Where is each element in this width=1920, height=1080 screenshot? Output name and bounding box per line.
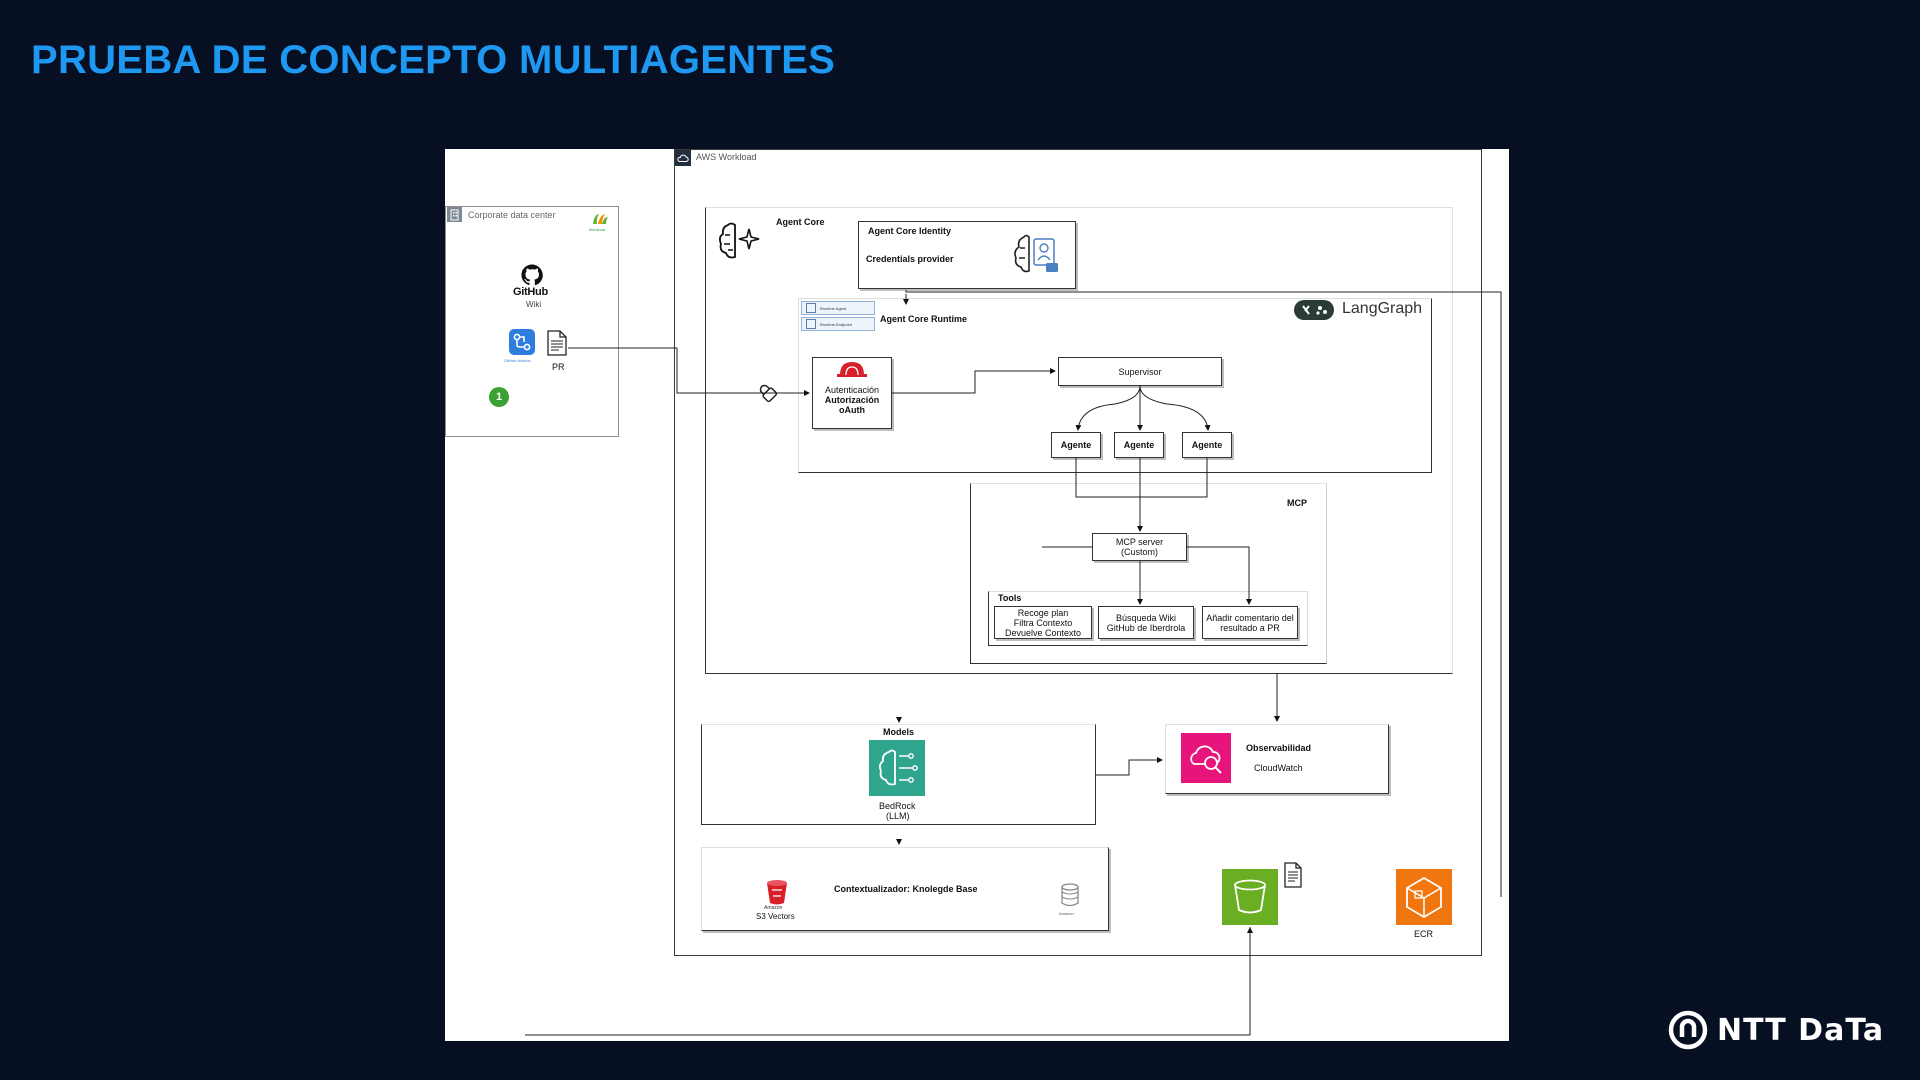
cloudwatch-label: CloudWatch <box>1254 763 1303 773</box>
agent-core-label: Agent Core <box>776 217 825 227</box>
github-actions-icon <box>509 329 535 355</box>
pr-document-icon <box>546 330 568 356</box>
wiki-label: Wiki <box>526 300 542 309</box>
agent-box: Agente <box>1051 432 1101 458</box>
tool-box: Búsqueda Wiki GitHub de Iberdrola <box>1098 606 1194 639</box>
slide-title: PRUEBA DE CONCEPTO MULTIAGENTES <box>31 38 836 82</box>
lock-icon <box>755 380 781 406</box>
langgraph-logo-icon <box>1294 300 1334 320</box>
ntt-data-logo-icon <box>1667 1009 1709 1051</box>
knowledge-base-box <box>701 847 1109 931</box>
models-group <box>701 724 1096 825</box>
runtime-chip-agent: Runtime Agent <box>801 301 875 315</box>
runtime-agent-icon <box>806 303 816 313</box>
identity-title: Agent Core Identity <box>868 226 952 236</box>
agent-box: Agente <box>1114 432 1164 458</box>
models-label: Models <box>883 727 915 737</box>
mcp-group <box>970 483 1327 664</box>
ntt-data-logo: NTT DaTa <box>1667 1009 1884 1051</box>
agent-core-identity-box <box>858 221 1076 289</box>
agentcore-brain-icon <box>714 217 762 265</box>
github-label: GitHub <box>513 286 548 298</box>
pr-label: PR <box>552 362 565 372</box>
corporate-data-center-label: Corporate data center <box>468 210 556 220</box>
aws-workload-label: AWS Workload <box>696 152 757 162</box>
ntt-data-wordmark: NTT DaTa <box>1717 1012 1885 1048</box>
langgraph-label: LangGraph <box>1342 300 1423 317</box>
identity-icon <box>1010 231 1062 281</box>
tools-group <box>988 591 1308 646</box>
architecture-canvas: Corporate data center Iberdrola GitHub W… <box>445 149 1509 1041</box>
agent-core-group <box>705 207 1453 674</box>
cloud-icon <box>675 150 691 166</box>
tool-box: Añadir comentario del resultado a PR <box>1202 606 1298 639</box>
auth-box: Autenticación Autorización oAuth <box>812 357 892 429</box>
github-icon <box>521 264 543 286</box>
ecr-icon <box>1396 869 1452 925</box>
bedrock-icon <box>869 740 925 796</box>
s3-document-icon <box>1283 862 1303 888</box>
iberdrola-logo-label: Iberdrola <box>589 227 605 232</box>
connector-s3-loop <box>525 927 1251 1036</box>
s3-vectors-icon <box>763 877 791 907</box>
github-actions-label: GitHub Actions <box>504 358 531 363</box>
connector-pr-to-auth <box>568 347 810 396</box>
connector-supervisor-to-agent <box>1139 385 1211 431</box>
agent-core-runtime-label: Agent Core Runtime <box>880 314 968 324</box>
bedrock-label-2: (LLM) <box>886 811 910 821</box>
step-badge: 1 <box>489 387 509 407</box>
building-icon <box>447 207 462 222</box>
tool-box: Recoge plan Filtra Contexto Devuelve Con… <box>994 606 1092 639</box>
s3-vectors-small-label: Amazon <box>764 905 783 911</box>
tools-label: Tools <box>998 593 1022 603</box>
runtime-endpoint-icon <box>806 319 816 329</box>
connector-agents-to-mcp <box>1075 458 1208 531</box>
connector-bedrock-to-observability <box>1096 757 1163 776</box>
observability-title: Observabilidad <box>1246 743 1312 753</box>
aws-workload-group <box>674 149 1482 956</box>
auth-red-icon <box>834 357 870 379</box>
s3-vectors-label: S3 Vectors <box>756 912 795 921</box>
connector-mcp-to-tool <box>1187 546 1252 605</box>
database-icon <box>1059 882 1081 908</box>
bedrock-label-1: BedRock <box>879 801 916 811</box>
knowledge-base-title: Contextualizador: Knolegde Base <box>834 884 978 894</box>
ecr-label: ECR <box>1414 929 1434 939</box>
runtime-chip-endpoint: Runtime Endpoint <box>801 317 875 331</box>
iberdrola-logo-icon <box>590 212 610 228</box>
supervisor-box: Supervisor <box>1058 357 1222 386</box>
cloudwatch-icon <box>1181 733 1231 783</box>
s3-bucket-icon <box>1222 869 1278 925</box>
connector-auth-to-supervisor <box>892 368 1056 394</box>
connector-identity-to-s3 <box>905 290 1502 897</box>
connector-supervisor-to-agent <box>1075 385 1141 431</box>
observability-box <box>1165 724 1389 794</box>
connector-lines <box>525 290 1502 1036</box>
credentials-provider-label: Credentials provider <box>866 254 954 264</box>
corporate-data-center-group <box>445 206 619 437</box>
agent-box: Agente <box>1182 432 1232 458</box>
database-label: Amazon <box>1059 911 1074 916</box>
agent-core-runtime-group <box>798 298 1432 473</box>
mcp-label: MCP <box>1287 498 1307 508</box>
